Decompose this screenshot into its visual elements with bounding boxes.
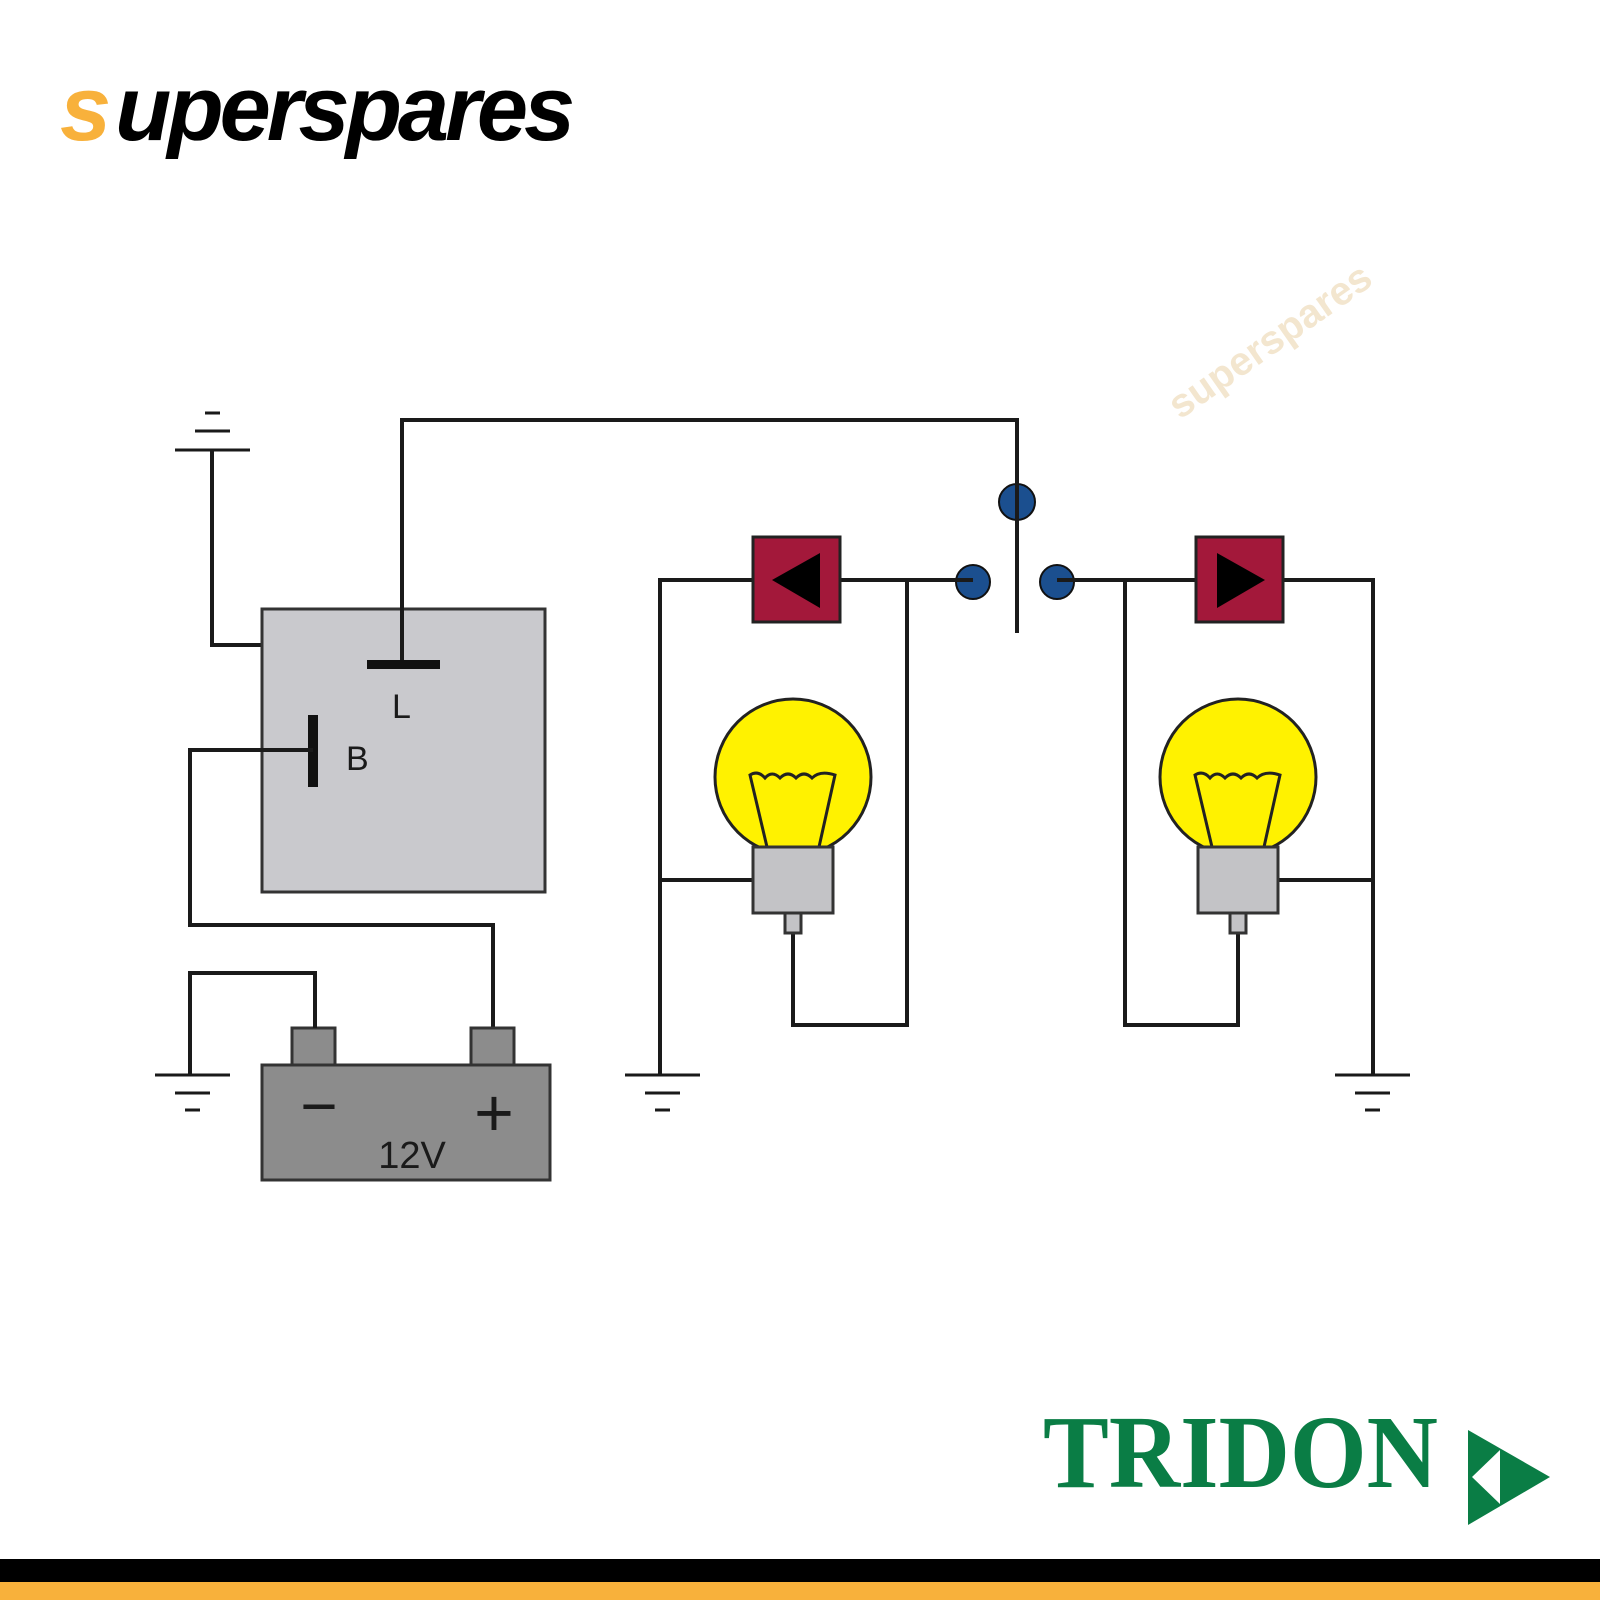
left-arrow-icon	[772, 553, 820, 608]
wire-right-circuit	[1283, 578, 1375, 1075]
battery-voltage-label: 12V	[378, 1135, 446, 1177]
right-bulb-icon	[1158, 697, 1318, 935]
terminal-l-bar	[367, 660, 440, 669]
wire-battery-ground	[188, 971, 317, 1075]
terminal-b-label: B	[346, 740, 369, 778]
wire-b-to-battery	[188, 748, 495, 1030]
footer-bar-black	[0, 1559, 1600, 1582]
ground-symbol-flasher	[175, 411, 250, 452]
wire-left-lamp-return	[791, 580, 909, 1027]
battery-plus-label: +	[474, 1075, 514, 1151]
ground-symbol-right	[1335, 1073, 1410, 1112]
battery-minus-label: −	[300, 1070, 337, 1142]
tridon-logo: TRIDON	[1043, 1395, 1438, 1510]
footer-bar-orange	[0, 1582, 1600, 1600]
watermark-text: superspares	[1160, 255, 1380, 428]
ground-symbol-left	[625, 1073, 700, 1112]
wire-left-circuit	[658, 578, 753, 1075]
wire-right-lamp-return	[1123, 580, 1240, 1027]
terminal-l-label: L	[392, 688, 411, 726]
ground-symbol-battery	[155, 1073, 230, 1112]
left-bulb-icon	[713, 697, 873, 935]
superspares-logo: superspares	[60, 58, 573, 160]
wire-flasher-ground	[210, 450, 262, 647]
right-arrow-icon	[1217, 553, 1265, 608]
battery	[260, 1026, 552, 1182]
tridon-triangle-icon	[1468, 1430, 1550, 1525]
